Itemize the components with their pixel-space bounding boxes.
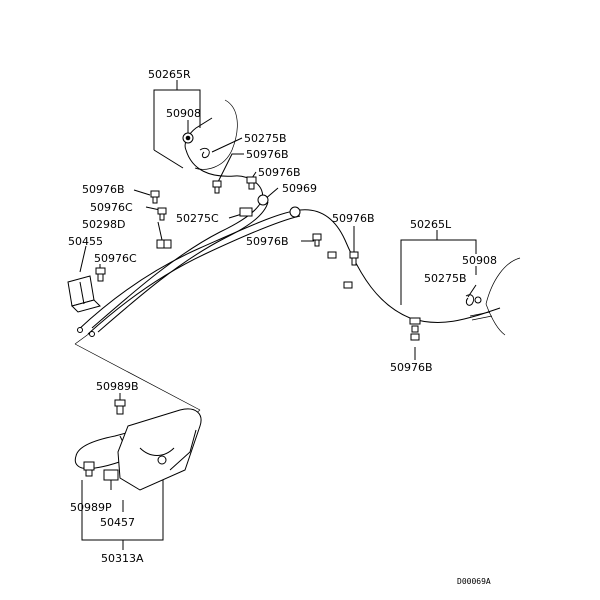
lever-bracket-icon xyxy=(117,408,202,491)
cable-clip-icon xyxy=(343,281,353,289)
label-50976B-c: 50976B xyxy=(82,183,125,196)
diagram-code: D00069A xyxy=(457,577,491,586)
leader-lines xyxy=(79,80,477,550)
label-50275B-top: 50275B xyxy=(244,132,287,145)
switch-icon xyxy=(103,469,119,490)
label-50976B-a: 50976B xyxy=(246,148,289,161)
label-50908-right: 50908 xyxy=(462,254,497,267)
cable-clamp-icon xyxy=(156,239,172,249)
assembly-boundary xyxy=(74,332,201,423)
part-labels: 50265R 50908 50275B 50976B 50976B 50969 … xyxy=(68,68,497,586)
bolt-icon xyxy=(246,176,257,190)
label-50265L: 50265L xyxy=(410,218,452,231)
grommet-right-icon xyxy=(474,296,482,304)
bolt-icon xyxy=(349,251,359,266)
spring-clip-top-icon xyxy=(199,147,210,159)
label-50313A: 50313A xyxy=(101,552,144,565)
bolt-icon xyxy=(83,461,95,477)
label-50976B-b: 50976B xyxy=(258,166,301,179)
bolt-icon xyxy=(312,233,322,247)
bolt-icon xyxy=(212,180,222,194)
label-50275B-right: 50275B xyxy=(424,272,467,285)
spring-clip-right-icon xyxy=(465,294,475,306)
label-50298D: 50298D xyxy=(82,218,125,231)
grommet-icon xyxy=(289,206,301,218)
cable-clip-icon xyxy=(327,251,337,259)
label-50455: 50455 xyxy=(68,235,103,248)
label-50457: 50457 xyxy=(100,516,135,529)
label-50976C-b: 50976C xyxy=(94,252,137,265)
bolt-icon xyxy=(409,317,421,341)
bolt-icon xyxy=(95,267,106,282)
cable-bracket-icon xyxy=(239,194,269,217)
label-50969: 50969 xyxy=(282,182,317,195)
parking-brake-lever-assembly xyxy=(74,399,202,491)
bolt-icon xyxy=(150,190,160,204)
mounting-bracket-icon xyxy=(67,275,101,313)
bolt-icon xyxy=(157,207,167,221)
label-50275C: 50275C xyxy=(176,212,219,225)
label-50989B: 50989B xyxy=(96,380,139,393)
label-50976C-a: 50976C xyxy=(90,201,133,214)
label-50976B-e: 50976B xyxy=(246,235,289,248)
label-50976B-d: 50976B xyxy=(332,212,375,225)
hardware xyxy=(67,132,493,341)
label-50976B-f: 50976B xyxy=(390,361,433,374)
label-50989P: 50989P xyxy=(70,501,112,514)
label-50265R: 50265R xyxy=(148,68,191,81)
brake-cables xyxy=(77,99,521,336)
bolt-icon xyxy=(114,399,126,415)
label-50908-top: 50908 xyxy=(166,107,201,120)
